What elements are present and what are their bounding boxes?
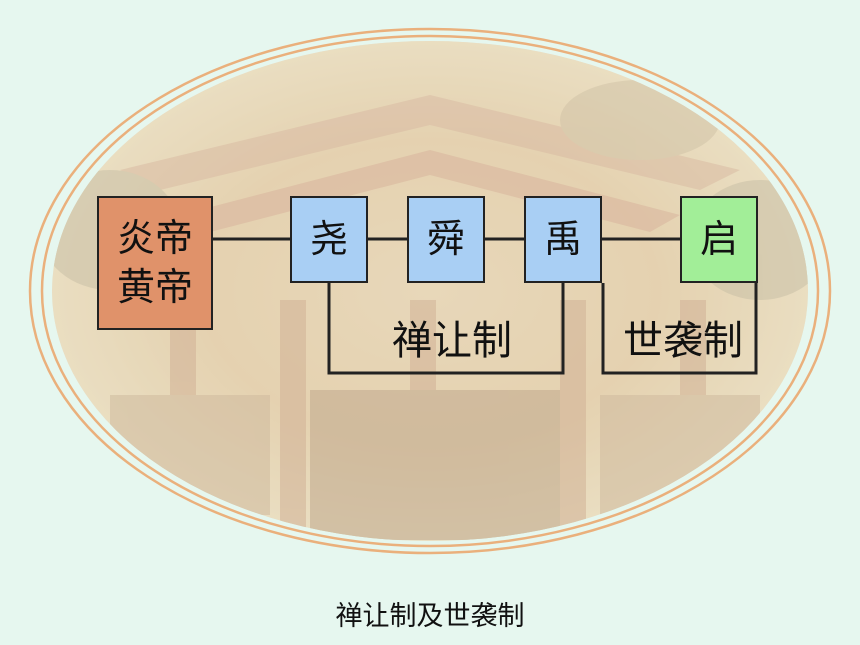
node-yu-label: 禹 (543, 216, 582, 261)
node-yu: 禹 (524, 196, 602, 283)
abdication-system-label: 禅让制 (392, 318, 512, 364)
hereditary-bracket (601, 283, 758, 375)
abdication-bracket (327, 283, 565, 375)
node-yandi-huangdi: 炎帝 黄帝 (97, 196, 213, 330)
slide-caption: 禅让制及世袭制 (335, 601, 525, 632)
hereditary-system-label: 世袭制 (623, 318, 743, 364)
node-huangdi-label: 黄帝 (116, 265, 193, 309)
temple-background-image (52, 41, 808, 541)
node-shun-label: 舜 (426, 216, 465, 261)
node-yandi-label: 炎帝 (116, 215, 193, 260)
inner-ellipse-ring (40, 34, 820, 548)
node-qi: 启 (680, 196, 758, 283)
node-qi-label: 启 (699, 216, 738, 261)
node-yao: 尧 (290, 196, 368, 283)
node-yao-label: 尧 (309, 216, 348, 261)
outer-ellipse-ring (28, 27, 832, 555)
node-shun: 舜 (407, 196, 485, 283)
